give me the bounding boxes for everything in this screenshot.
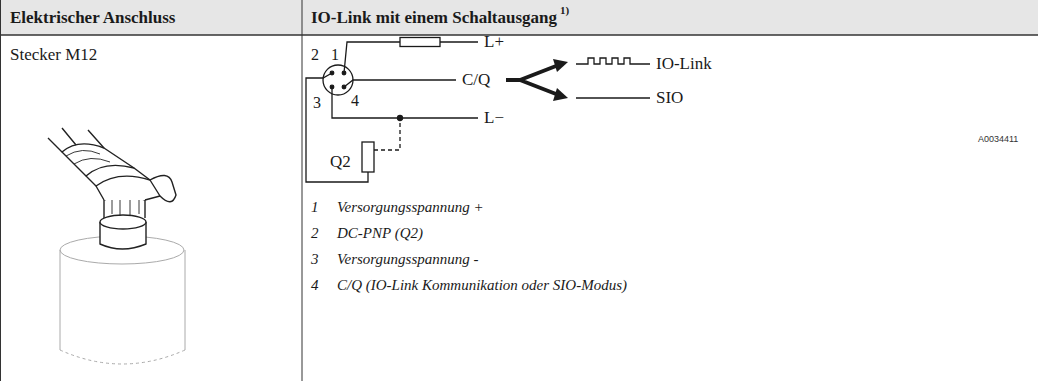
legend-text: DC-PNP (Q2) bbox=[337, 225, 423, 242]
legend-text: C/Q (IO-Link Kommunikation oder SIO-Modu… bbox=[337, 277, 627, 294]
table-divider bbox=[302, 0, 303, 381]
signal-name: C/Q bbox=[462, 70, 490, 90]
io-link-wave bbox=[576, 58, 650, 64]
figure-code: A0034411 bbox=[978, 134, 1018, 144]
table-border bbox=[0, 0, 1, 381]
m12-socket bbox=[323, 65, 353, 95]
signal-name: SIO bbox=[656, 88, 683, 108]
legend-number: 1 bbox=[311, 199, 319, 216]
legend-text: Versorgungsspannung + bbox=[337, 199, 484, 216]
legend-number: 4 bbox=[311, 277, 319, 294]
connector-illustration bbox=[48, 128, 185, 364]
pin-number: 4 bbox=[351, 92, 359, 110]
cell-text: Stecker M12 bbox=[10, 45, 97, 65]
signal-name: L+ bbox=[484, 32, 504, 52]
wiring-schematic bbox=[306, 38, 650, 183]
pin-number: 2 bbox=[311, 46, 319, 64]
load-symbol bbox=[362, 142, 374, 172]
signal-name: L− bbox=[484, 108, 504, 128]
signal-name: Q2 bbox=[330, 152, 351, 172]
fuse-symbol bbox=[400, 38, 440, 47]
table-rule bbox=[0, 34, 1038, 36]
legend-text: Versorgungsspannung - bbox=[337, 251, 479, 268]
column-header: IO-Link mit einem Schaltausgang bbox=[311, 8, 557, 28]
pin-number: 3 bbox=[313, 94, 321, 112]
legend-number: 3 bbox=[311, 251, 319, 268]
legend-number: 2 bbox=[311, 225, 319, 242]
column-header: Elektrischer Anschluss bbox=[10, 8, 175, 28]
table-header bbox=[0, 0, 1038, 35]
signal-name: IO-Link bbox=[656, 54, 712, 74]
footnote-mark: 1) bbox=[560, 4, 569, 17]
pin-number: 1 bbox=[331, 46, 339, 64]
